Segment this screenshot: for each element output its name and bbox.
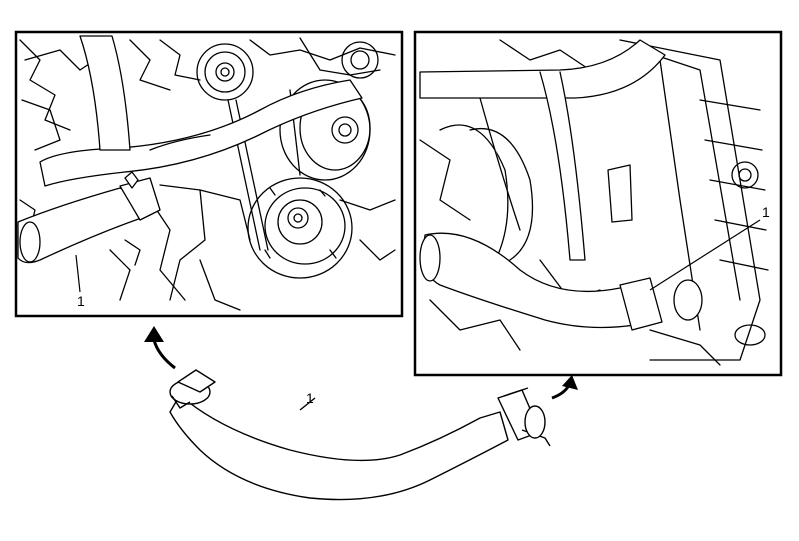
- idler-pulley-upper: [196, 41, 379, 101]
- radiator-hose-left-view: [17, 171, 161, 264]
- left-inset-panel: 1: [14, 30, 404, 318]
- right-inset-panel: 1: [413, 30, 783, 377]
- upper-hose: [39, 35, 363, 187]
- engine-background-drawing: [19, 37, 396, 311]
- right-callout-leader: [649, 219, 761, 291]
- arrow-to-right-inset: [551, 375, 578, 400]
- removed-radiator-hose: [169, 369, 551, 501]
- upper-radiator-hose: [419, 39, 666, 261]
- right-callout-number: 1: [762, 204, 770, 220]
- removed-hose-callout-number: 1: [306, 390, 314, 406]
- arrow-to-left-inset: [144, 326, 176, 370]
- crankshaft-pulley: [247, 177, 353, 279]
- left-callout-number: 1: [77, 293, 85, 309]
- radiator-hose-right-view: [419, 164, 703, 331]
- mount-bracket: [124, 184, 251, 301]
- left-callout-leader: [75, 254, 81, 293]
